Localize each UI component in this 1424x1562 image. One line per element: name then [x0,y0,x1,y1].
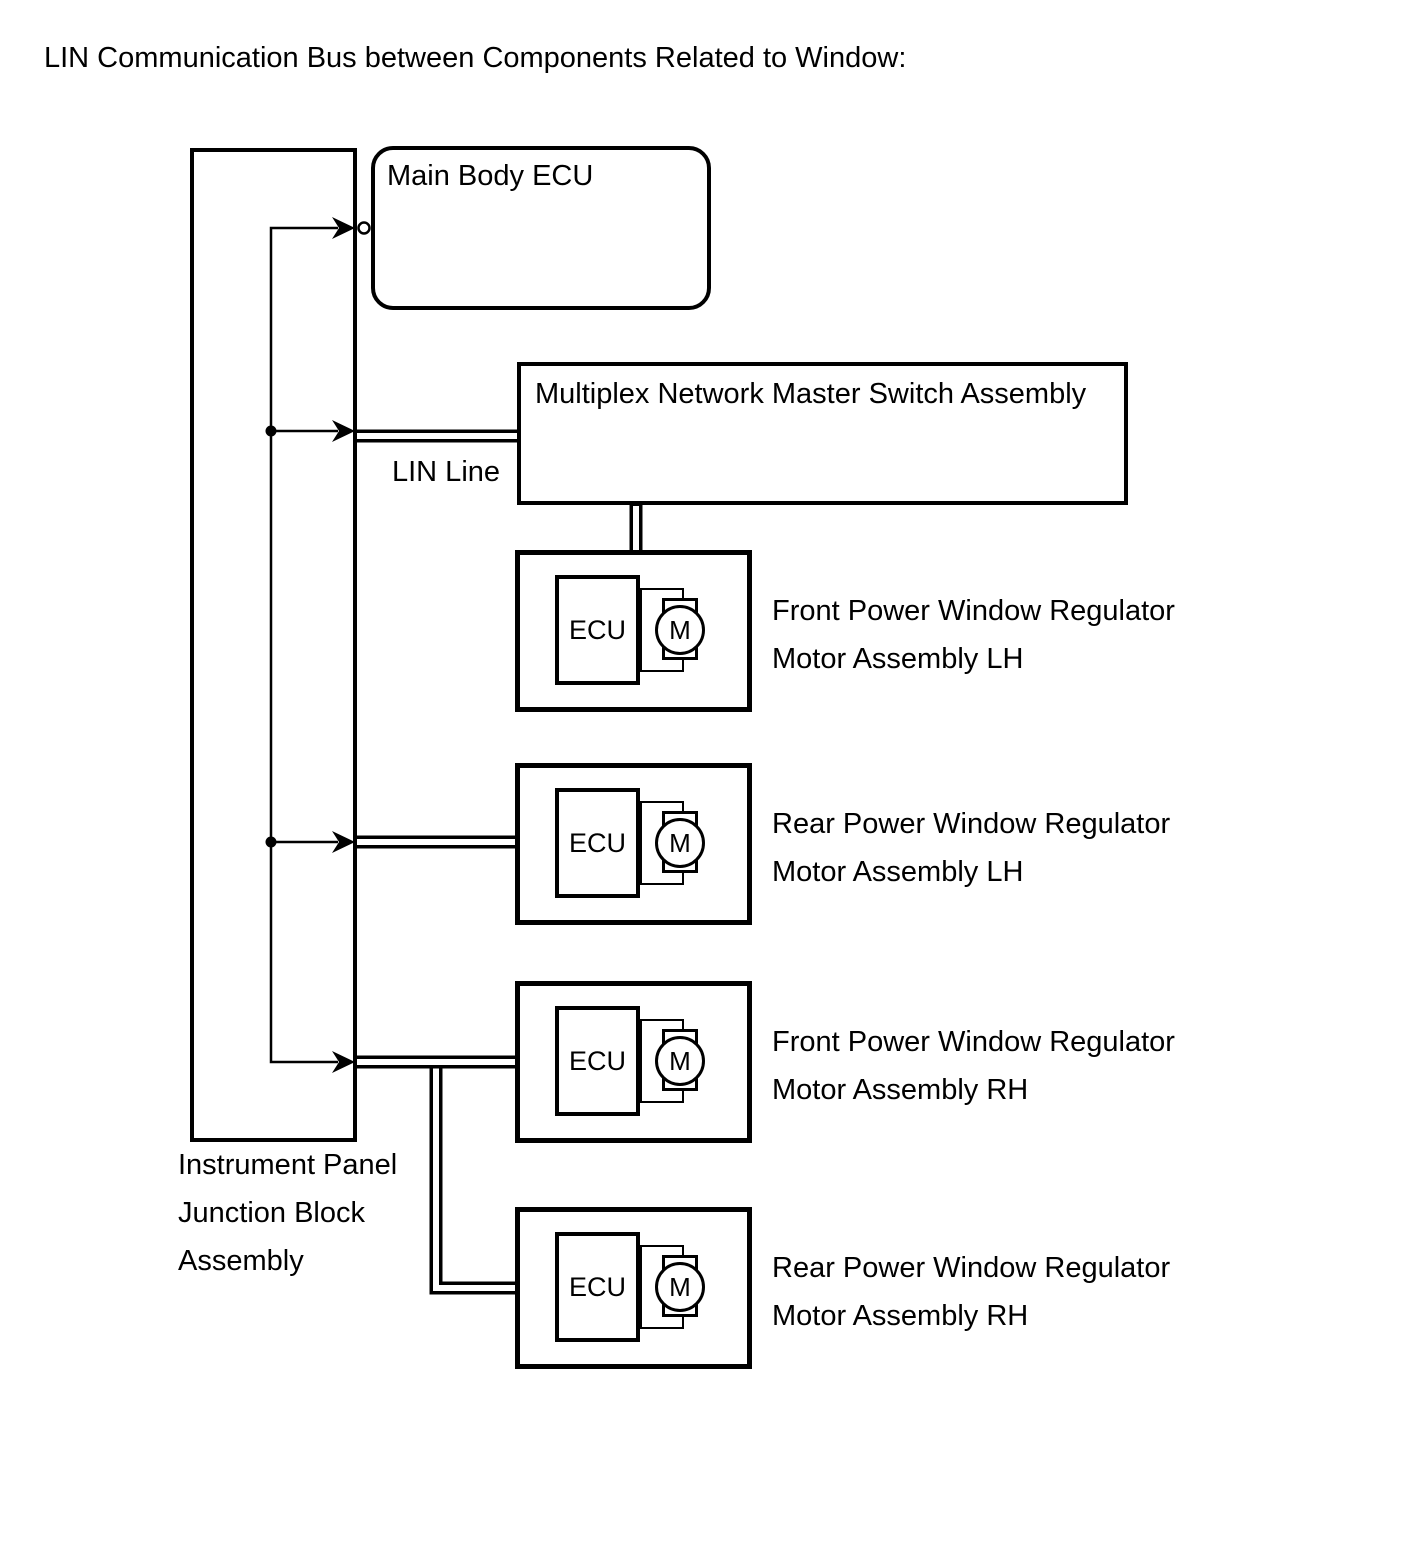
module-label-line1: Front Power Window Regulator [772,1026,1175,1058]
junction-block-label-line3: Assembly [178,1245,304,1277]
module-label-line1: Front Power Window Regulator [772,595,1175,627]
motor-module-rear-lh-label: Rear Power Window Regulator Motor Assemb… [772,800,1170,896]
motor-module-front-lh-label: Front Power Window Regulator Motor Assem… [772,587,1175,683]
lin-bus-rear-rh-core [433,1062,515,1291]
motor-icon: M [655,1036,705,1086]
module-label-line2: Motor Assembly LH [772,856,1024,888]
terminal-circle [357,221,371,235]
module-label-line1: Rear Power Window Regulator [772,1252,1171,1284]
junction-block-label-line1: Instrument Panel [178,1149,398,1181]
junction-block-node [190,148,357,1142]
motor-module-front-lh: ECU M [515,550,752,712]
module-label-line2: Motor Assembly LH [772,643,1024,675]
ecu-block: ECU [555,1232,640,1342]
motor-module-front-rh: ECU M [515,981,752,1143]
motor-module-rear-rh-label: Rear Power Window Regulator Motor Assemb… [772,1244,1170,1340]
motor-icon: M [655,818,705,868]
motor-module-front-rh-label: Front Power Window Regulator Motor Assem… [772,1018,1175,1114]
motor-icon: M [655,1262,705,1312]
junction-block-label: Instrument Panel Junction Block Assembly [178,1141,397,1285]
module-label-line2: Motor Assembly RH [772,1074,1029,1106]
main-body-ecu-label: Main Body ECU [387,160,594,192]
junction-block-label-line2: Junction Block [178,1197,365,1229]
motor-icon: M [655,605,705,655]
main-body-ecu-node: Main Body ECU [371,146,711,310]
module-label-line2: Motor Assembly RH [772,1300,1029,1332]
ecu-block: ECU [555,575,640,685]
lin-bus-rear-rh [429,1058,517,1295]
ecu-block: ECU [555,788,640,898]
motor-module-rear-rh: ECU M [515,1207,752,1369]
page-title: LIN Communication Bus between Components… [44,42,907,74]
master-switch-label: Multiplex Network Master Switch Assembly [535,378,1087,410]
module-label-line1: Rear Power Window Regulator [772,808,1171,840]
master-switch-node: Multiplex Network Master Switch Assembly [517,362,1128,505]
ecu-block: ECU [555,1006,640,1116]
lin-line-label: LIN Line [392,456,501,488]
motor-module-rear-lh: ECU M [515,763,752,925]
